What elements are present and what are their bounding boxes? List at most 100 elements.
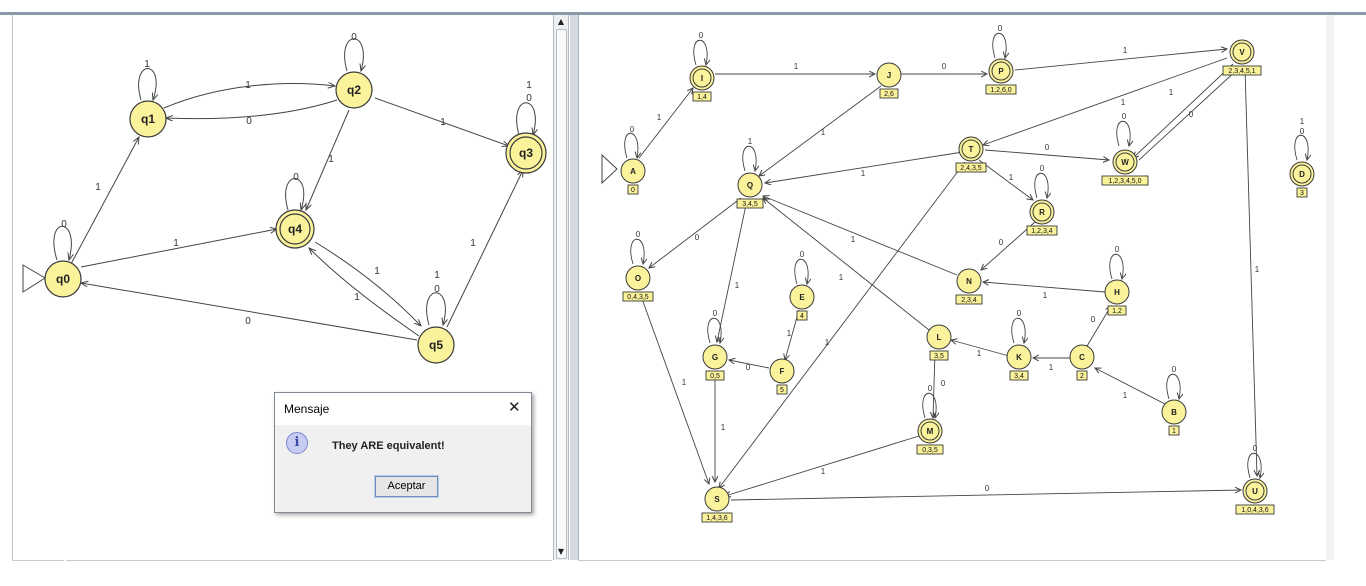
dialog-titlebar[interactable]: Mensaje ✕	[275, 393, 531, 425]
state-set-label: 1,4,3,6	[706, 515, 728, 522]
edge-label-loop-G: 0	[713, 309, 718, 318]
state-set-box	[985, 84, 1017, 95]
state-set-label: 2,3,4,5,1	[1228, 68, 1255, 75]
state-label: D	[1299, 170, 1305, 179]
edge-label-E-F: 1	[787, 329, 792, 338]
edge-loop-G	[707, 317, 721, 343]
state-F	[769, 358, 795, 384]
edge-label: 1	[354, 292, 360, 303]
state-L	[926, 324, 952, 350]
edge-C-H	[1086, 306, 1111, 347]
edge-label-loop-I: 0	[699, 31, 704, 40]
edge-label: 0	[526, 93, 532, 104]
edge-label-loop-R: 0	[1040, 164, 1045, 173]
edge-label: 0	[351, 32, 357, 43]
edge-label-A-I: 1	[657, 113, 662, 122]
window-top-border	[0, 12, 1366, 15]
scroll-thumb[interactable]	[556, 29, 567, 559]
bottom-segment	[578, 560, 1326, 571]
edge-label-J-Q: 1	[821, 128, 826, 137]
state-q1	[129, 100, 167, 138]
dialog-title: Mensaje	[284, 402, 330, 416]
state-set-label: 1,2,6,0	[990, 87, 1012, 94]
split-pane-divider[interactable]	[570, 15, 578, 586]
edge-T-W	[984, 149, 1109, 160]
edge-label: 1	[440, 117, 446, 128]
edge-L-M	[933, 351, 935, 418]
close-icon[interactable]: ✕	[508, 398, 521, 416]
edge-label-K-L: 1	[977, 349, 982, 358]
state-set-box	[955, 294, 983, 305]
state-set-label: 3,4	[1014, 373, 1024, 380]
edge-label: 1	[434, 270, 440, 281]
state-set-box	[1222, 65, 1262, 76]
state-q4-inner	[279, 213, 311, 245]
edge-A-I	[638, 88, 693, 159]
edge-label-R-N: 0	[999, 238, 1004, 247]
edge-label: 1	[470, 238, 476, 249]
left-vertical-scrollbar[interactable]: ▲ ▼	[553, 15, 569, 560]
edge-label-V-T: 1	[1121, 98, 1126, 107]
state-set-label: 1,2,3,4,5,0	[1108, 178, 1141, 185]
edge-label-M-S: 1	[821, 467, 826, 476]
message-dialog: Mensaje ✕ i They ARE equivalent! Aceptar	[274, 392, 532, 513]
edge-loop-q4	[285, 178, 304, 211]
state-C	[1069, 344, 1095, 370]
state-label: q0	[56, 272, 70, 286]
state-Q	[737, 172, 763, 198]
state-set-label: 2	[1080, 373, 1084, 380]
state-G	[702, 344, 728, 370]
edge-q5-q4	[309, 248, 420, 337]
edge-q2-q3	[374, 97, 509, 146]
edge-loop-q3	[516, 102, 536, 135]
edge-label-loop-E: 0	[800, 250, 805, 259]
right-automaton-graph: 1 1 0 1 1 1 1 0 1 0 1 1 0 1 1 0 1 1 1 0 …	[601, 24, 1315, 523]
state-W-inner	[1115, 152, 1135, 172]
edge-q2-q4	[306, 109, 350, 210]
state-label: q1	[141, 112, 155, 126]
right-pane-edge	[1326, 15, 1334, 560]
edge-loop-B	[1166, 373, 1180, 399]
state-P-inner	[991, 61, 1011, 81]
scroll-up-arrow-icon[interactable]: ▲	[557, 17, 565, 26]
state-set-label: 2,4,3,5	[960, 165, 982, 172]
state-set-label: 1,2,3,4	[1031, 228, 1053, 235]
edge-label-loop-W: 0	[1122, 112, 1127, 121]
edge-label: 0	[246, 116, 252, 127]
edge-W-V	[1138, 68, 1239, 161]
state-q5	[417, 326, 455, 364]
state-label: U	[1252, 487, 1258, 496]
edge-T-R	[978, 159, 1033, 200]
edge-q1-q2	[163, 84, 335, 109]
state-q2	[335, 71, 373, 109]
state-set-box	[776, 384, 788, 395]
scroll-down-arrow-icon[interactable]: ▼	[557, 547, 565, 556]
state-label: H	[1114, 288, 1120, 297]
edge-label-I-J: 1	[794, 62, 799, 71]
state-label: N	[966, 277, 972, 286]
edge-B-C	[1095, 368, 1166, 405]
state-label: q2	[347, 83, 361, 97]
state-label: A	[630, 167, 636, 176]
edge-label-G-S: 1	[721, 423, 726, 432]
edge-label-L-M: 0	[941, 379, 946, 388]
state-J	[876, 62, 902, 88]
right-automaton-canvas[interactable]: 1 1 0 1 1 1 1 0 1 0 1 1 0 1 1 0 1 1 1 0 …	[578, 15, 1327, 560]
state-label: W	[1121, 158, 1129, 167]
state-set-label: 0,4,3,5	[627, 294, 649, 301]
state-set-label: 1,4	[697, 94, 707, 101]
edge-label: 0	[434, 284, 440, 295]
edge-label-V-W: 0	[1189, 110, 1194, 119]
edge-label-T-S: 1	[825, 338, 830, 347]
state-label: C	[1079, 353, 1085, 362]
edge-label-loop-K: 0	[1017, 309, 1022, 318]
edge-Q-O	[649, 197, 742, 268]
edge-label-C-K: 1	[1049, 363, 1054, 372]
accept-button[interactable]: Aceptar	[374, 475, 439, 498]
state-label: q4	[288, 222, 302, 236]
state-set-label: 0	[631, 187, 635, 194]
edge-T-Q	[765, 151, 964, 183]
edge-q5-q0	[81, 283, 418, 341]
start-arrow-q0	[22, 264, 46, 293]
state-set-label: 0,3,5	[922, 447, 938, 454]
